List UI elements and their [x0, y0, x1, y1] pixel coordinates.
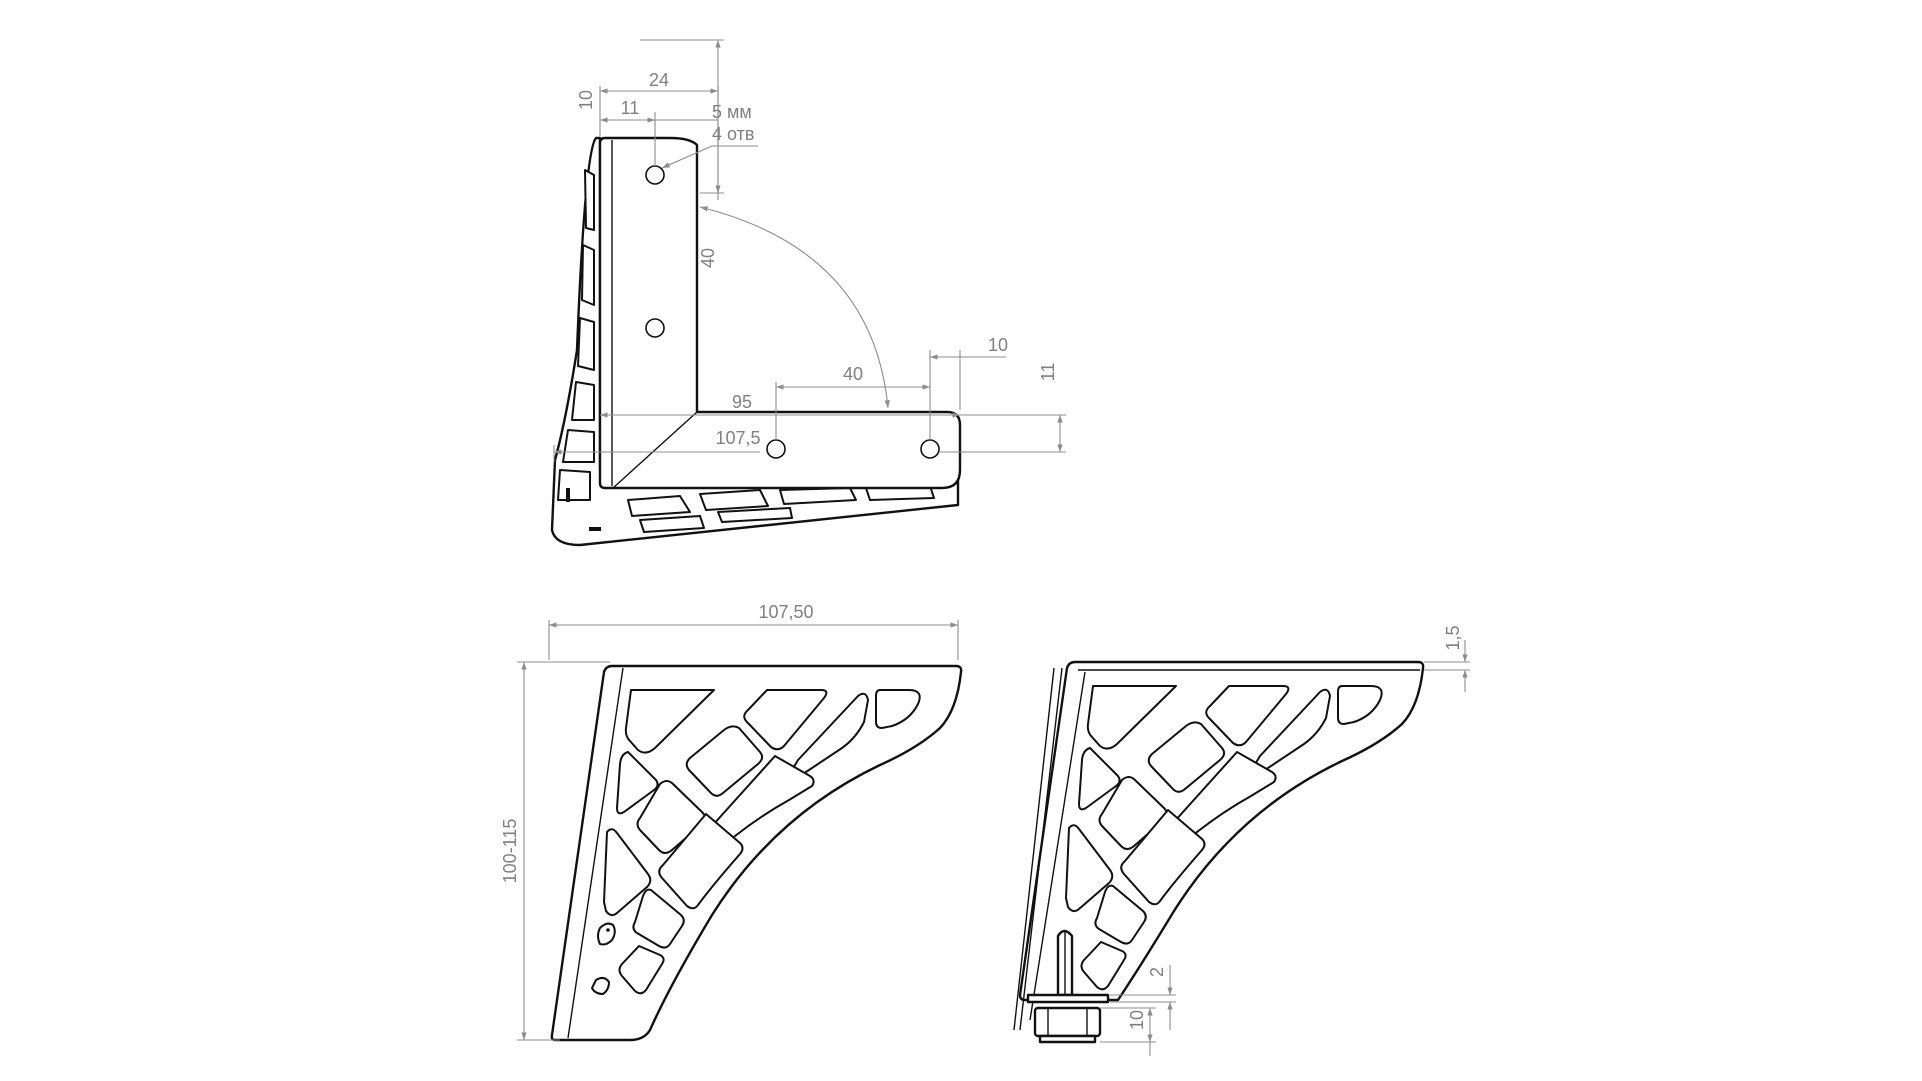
- hole-count-label: 4 отв: [712, 124, 754, 144]
- mounting-hole: [645, 165, 665, 185]
- front-view: 107,50 100-115: [500, 602, 963, 1042]
- dim-107-5: 107,5: [715, 428, 760, 448]
- dim-10-right: 10: [988, 335, 1008, 355]
- top-view: 24 10 11 5 мм 4 отв 40 40 10 95: [550, 39, 1066, 547]
- dim-10-foot: 10: [1127, 1010, 1147, 1030]
- hole-size-label: 5 мм: [712, 102, 752, 122]
- dim-2: 2: [1147, 967, 1167, 977]
- dim-width-front: 107,50: [758, 602, 813, 622]
- dim-40-vert: 40: [698, 248, 718, 268]
- side-view: 1,5 2 10: [1013, 625, 1470, 1056]
- dim-11-top: 11: [621, 98, 640, 118]
- dim-height-front: 100-115: [500, 819, 520, 884]
- dim-1-5: 1,5: [1443, 625, 1463, 650]
- dim-95: 95: [732, 392, 752, 412]
- dim-10-top: 10: [576, 90, 596, 110]
- mounting-hole: [645, 318, 665, 338]
- mounting-hole: [766, 439, 786, 459]
- bracket-body-front: [550, 664, 963, 1042]
- dim-40-horiz: 40: [843, 364, 863, 384]
- mounting-hole: [920, 439, 940, 459]
- dim-11-right: 11: [1038, 363, 1058, 382]
- bracket-plate-top: [598, 136, 962, 490]
- dim-24: 24: [649, 70, 669, 90]
- top-view-openwork: [550, 136, 960, 547]
- adjustable-foot: [1026, 929, 1110, 1044]
